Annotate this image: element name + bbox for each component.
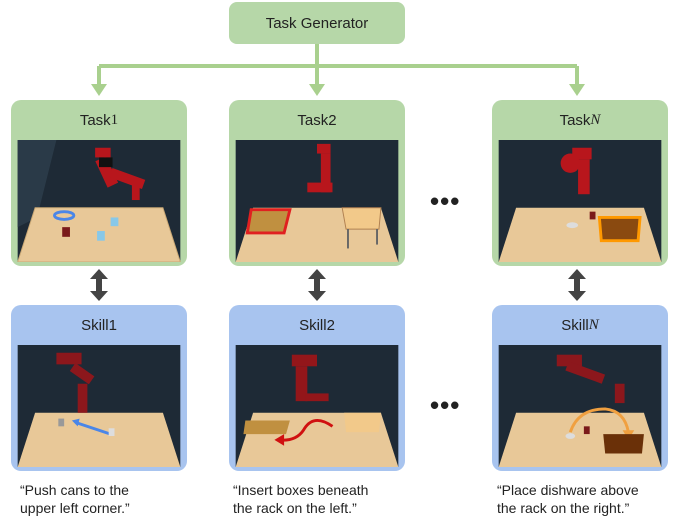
task-scene-frame	[229, 140, 405, 266]
caption-line: the rack on the right.”	[497, 500, 630, 516]
skill-n-scene-image	[498, 345, 662, 467]
task-label: Task	[79, 111, 111, 129]
skill-scene-frame	[229, 345, 405, 471]
skill-card-2: Skill 2	[229, 305, 405, 471]
caption-line: “Insert boxes beneath	[233, 482, 369, 498]
task-card-header: Task 1	[11, 100, 187, 140]
task-card-n: Task N	[492, 100, 668, 266]
skill-scene-frame	[11, 345, 187, 471]
skill-card-header: Skill N	[492, 305, 668, 345]
skill-index: N	[588, 316, 599, 333]
task-label: Task	[297, 111, 329, 129]
task-label: Task	[559, 111, 591, 129]
task-generator-label: Task Generator	[265, 14, 369, 32]
task-scene-frame	[492, 140, 668, 266]
caption-skill-n: “Place dishware above the rack on the ri…	[497, 481, 681, 517]
task-2-scene-image	[235, 140, 399, 262]
caption-line: upper left corner.”	[20, 500, 130, 516]
caption-line: the rack on the left.”	[233, 500, 357, 516]
task-generator-box: Task Generator	[229, 2, 405, 44]
skill-card-1: Skill 1	[11, 305, 187, 471]
ellipsis-skills: •••	[430, 390, 461, 420]
caption-line: “Push cans to the	[20, 482, 129, 498]
task-card-header: Task N	[492, 100, 668, 140]
skill-card-header: Skill 1	[11, 305, 187, 345]
task-index: 2	[328, 111, 337, 129]
task-skill-double-arrow-2	[308, 269, 326, 301]
task-1-scene-image	[17, 140, 181, 262]
connector-arrowheads	[91, 84, 585, 96]
task-card-header: Task 2	[229, 100, 405, 140]
task-index: 1	[110, 111, 119, 128]
skill-label: Skill	[81, 316, 109, 334]
task-skill-double-arrow-1	[90, 269, 108, 301]
caption-skill-1: “Push cans to the upper left corner.”	[20, 481, 210, 517]
skill-card-n: Skill N	[492, 305, 668, 471]
skill-index: 2	[326, 316, 335, 334]
skill-label: Skill	[299, 316, 327, 334]
task-scene-frame	[11, 140, 187, 266]
caption-line: “Place dishware above	[497, 482, 639, 498]
task-skill-double-arrow-n	[568, 269, 586, 301]
skill-card-header: Skill 2	[229, 305, 405, 345]
task-n-scene-image	[498, 140, 662, 262]
ellipsis-tasks: •••	[430, 186, 461, 216]
caption-skill-2: “Insert boxes beneath the rack on the le…	[233, 481, 423, 517]
skill-scene-frame	[492, 345, 668, 471]
skill-index: 1	[108, 316, 117, 334]
task-index: N	[590, 111, 601, 128]
skill-2-scene-image	[235, 345, 399, 467]
skill-label: Skill	[561, 316, 589, 334]
skill-1-scene-image	[17, 345, 181, 467]
task-card-1: Task 1	[11, 100, 187, 266]
task-card-2: Task 2	[229, 100, 405, 266]
generator-connector	[97, 44, 579, 86]
